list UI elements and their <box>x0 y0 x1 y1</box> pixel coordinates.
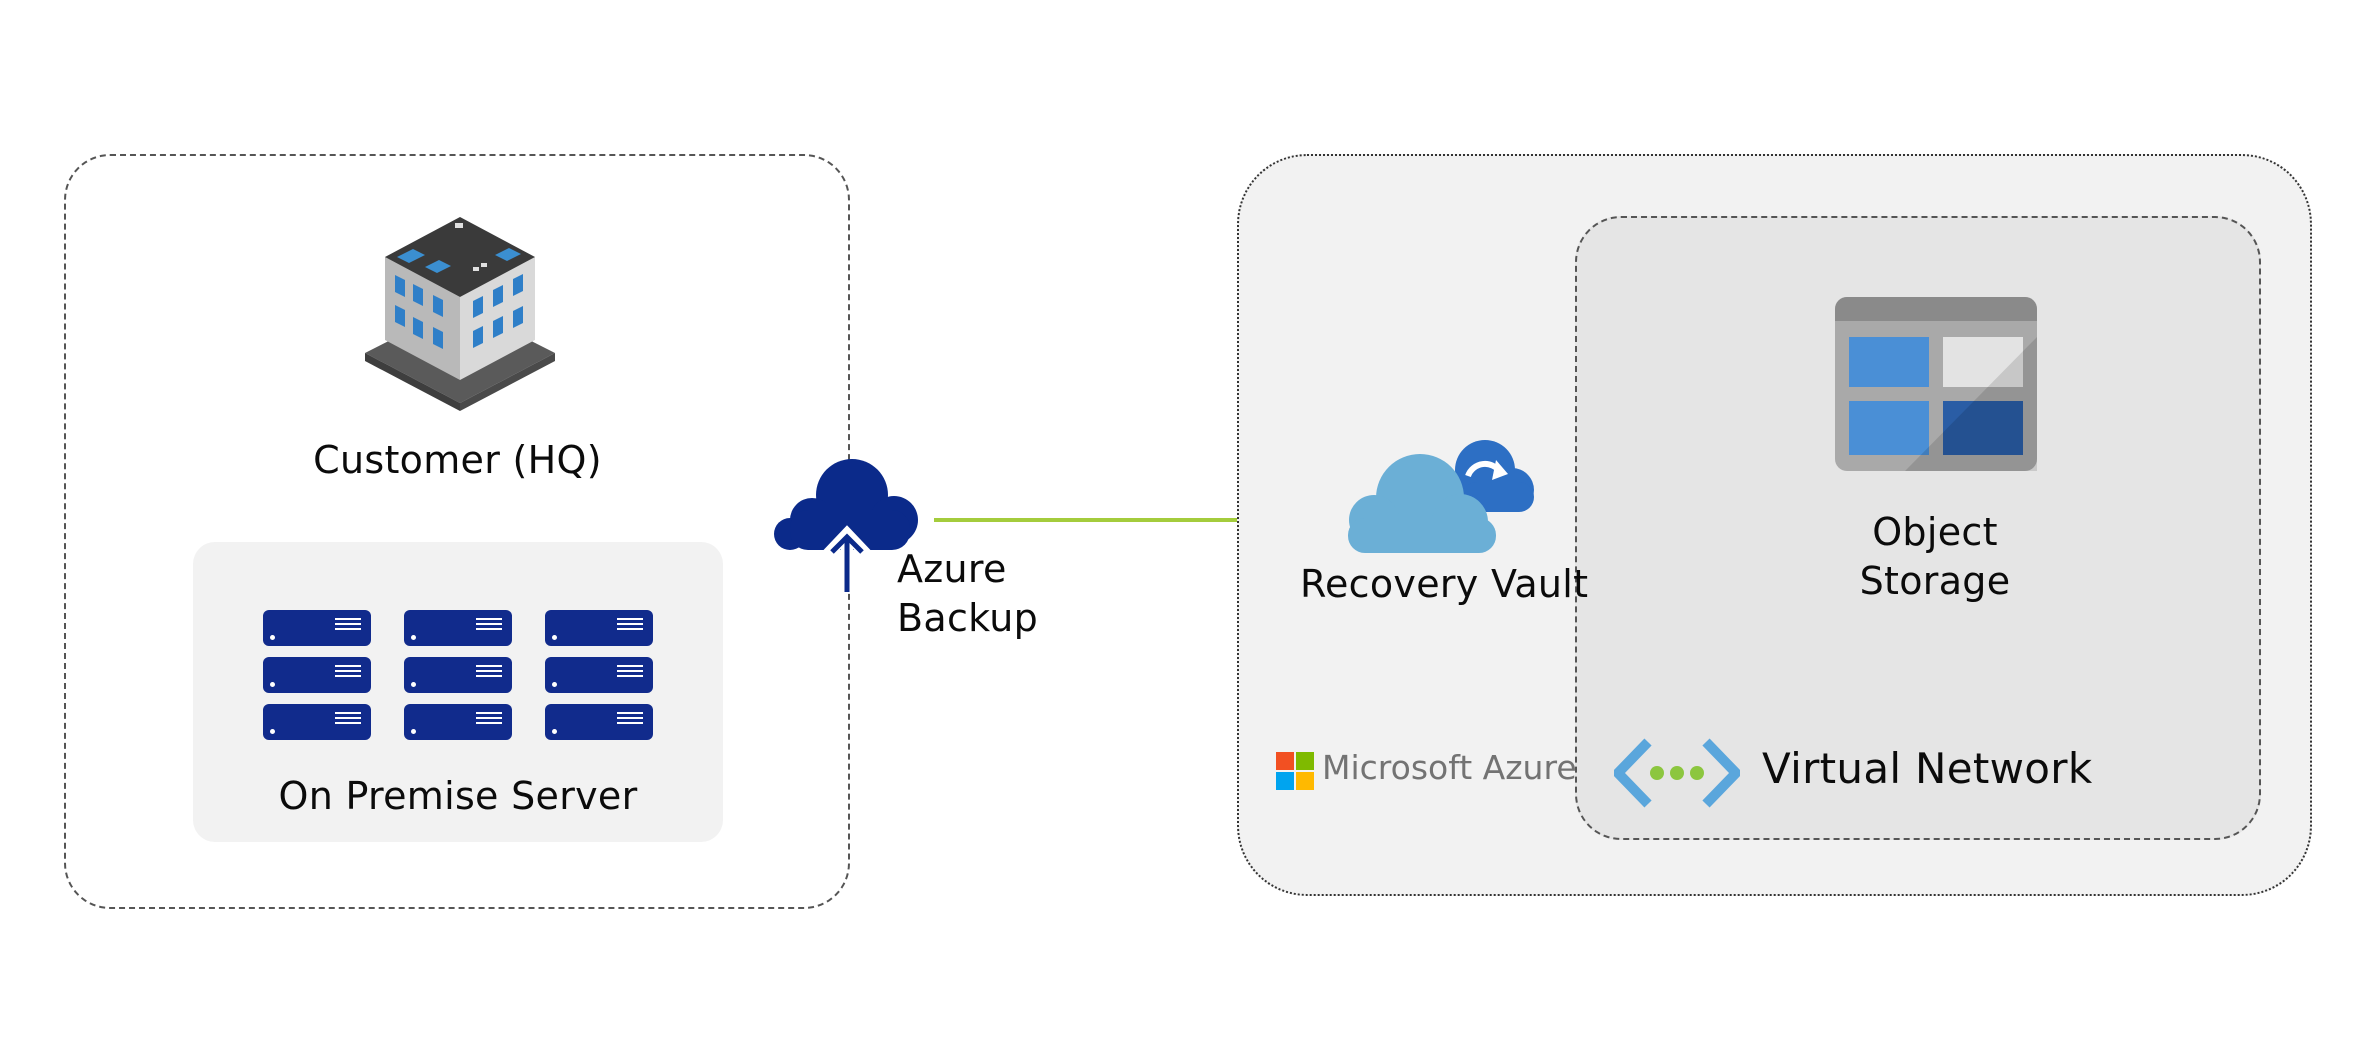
server-grid <box>263 610 663 745</box>
server-icon <box>545 704 653 740</box>
virtual-network-label: Virtual Network <box>1762 744 2093 793</box>
customer-label: Customer (HQ) <box>313 438 602 482</box>
microsoft-azure-logo-text: Microsoft Azure <box>1322 748 1577 787</box>
storage-icon <box>1835 297 2037 471</box>
server-icon <box>404 704 512 740</box>
server-icon <box>404 657 512 693</box>
azure-backup-label-line2: Backup <box>897 596 1039 640</box>
on-premise-label: On Premise Server <box>278 774 638 818</box>
server-icon <box>263 657 371 693</box>
microsoft-logo <box>1276 752 1314 790</box>
azure-backup-label-line1: Azure <box>897 547 1007 591</box>
vnet-icon <box>1614 738 1740 808</box>
server-icon <box>545 657 653 693</box>
server-icon <box>404 610 512 646</box>
cloud-upload-icon <box>774 459 918 592</box>
server-icon <box>263 704 371 740</box>
recovery-vault-label: Recovery Vault <box>1300 562 1589 606</box>
object-storage-label-line2: Storage <box>1859 559 2011 603</box>
building-icon <box>365 217 555 411</box>
object-storage-label-line1: Object <box>1872 510 1998 554</box>
server-icon <box>263 610 371 646</box>
server-icon <box>545 610 653 646</box>
cloud-sync-icon <box>1348 440 1534 553</box>
